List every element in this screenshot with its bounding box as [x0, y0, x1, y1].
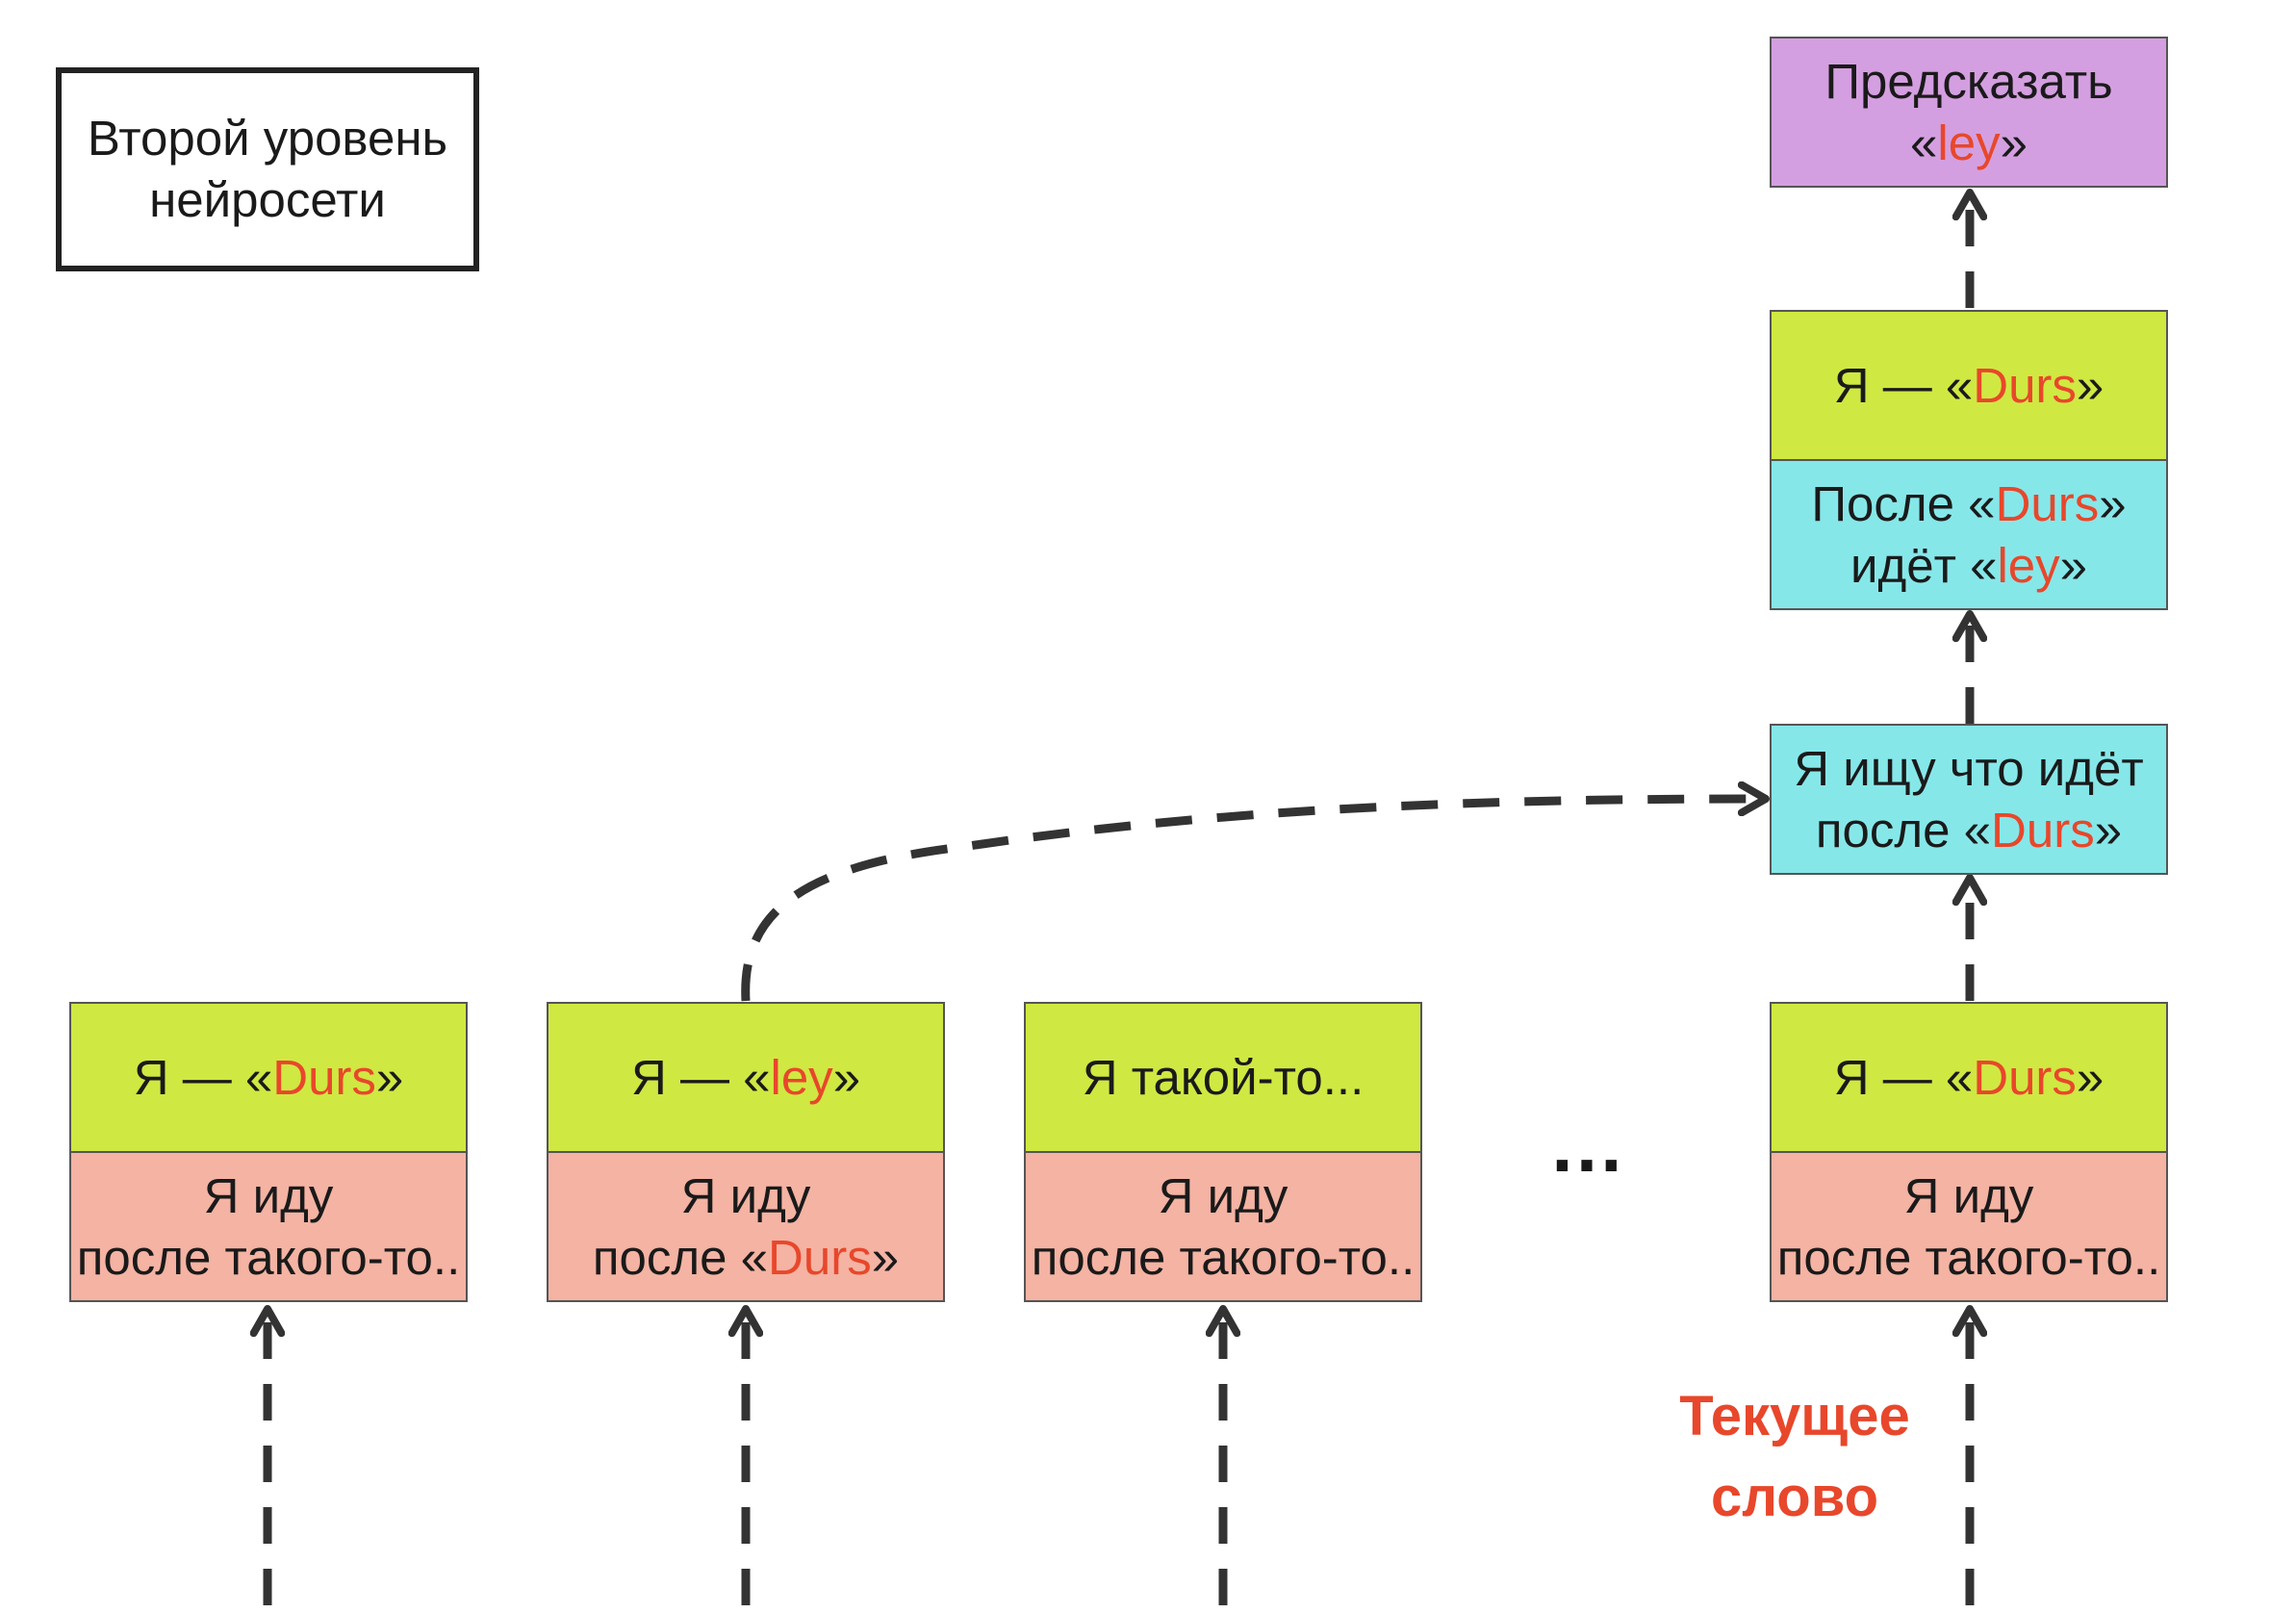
identity-box-2: Я — «ley»	[547, 1002, 945, 1153]
identity-box-4: Я — «Durs»	[1770, 1002, 2168, 1153]
level-title: Второй уровень нейросети	[56, 67, 479, 271]
identity-box-1: Я — «Durs»	[69, 1002, 468, 1153]
result-box: После «Durs»идёт «ley»	[1770, 459, 2168, 610]
current-word-label: Текущее слово	[1679, 1385, 1910, 1528]
attention-arrow	[741, 799, 1766, 1002]
upper-identity-box: Я — «Durs»	[1770, 310, 2168, 461]
predict-box: Предсказать«ley»	[1770, 37, 2168, 188]
ellipsis: …	[1548, 1102, 1627, 1188]
identity-box-3: Я такой-то...	[1024, 1002, 1422, 1153]
